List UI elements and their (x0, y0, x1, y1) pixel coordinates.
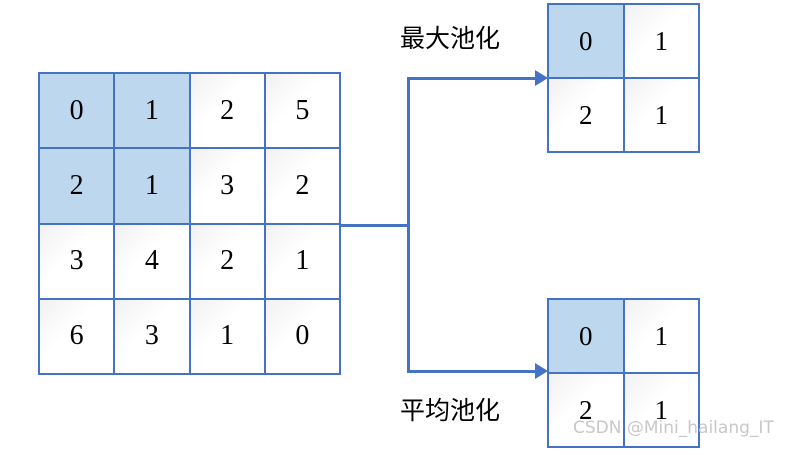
avgpool-label: 平均池化 (400, 396, 501, 425)
maxpool-cell-r1-c0: 2 (549, 79, 625, 153)
maxpool-cell-r0-c0: 0 (549, 5, 625, 79)
input-cell-r3-c3: 0 (265, 299, 341, 375)
input-cell-r1-c0: 2 (40, 149, 116, 225)
input-cell-r2-c2: 2 (190, 224, 266, 300)
input-cell-r3-c2: 1 (190, 299, 266, 375)
input-cell-r2-c1: 4 (115, 224, 191, 300)
maxpool-label: 最大池化 (400, 24, 501, 53)
avgpool-cell-r1-c0: 2 (549, 374, 625, 448)
connector-trunk-horizontal (341, 224, 410, 227)
avgpool-cell-r1-c1: 1 (624, 374, 700, 448)
avgpool-cell-r0-c1: 1 (624, 300, 700, 374)
input-cell-r2-c0: 3 (40, 224, 116, 300)
connector-maxpool-horizontal (407, 77, 540, 80)
input-cell-r3-c1: 3 (115, 299, 191, 375)
maxpool-cell-r0-c1: 1 (624, 5, 700, 79)
input-cell-r3-c0: 6 (40, 299, 116, 375)
input-cell-r2-c3: 1 (265, 224, 341, 300)
input-cell-r1-c2: 3 (190, 149, 266, 225)
input-cell-r0-c0: 0 (40, 74, 116, 150)
input-cell-r1-c1: 1 (115, 149, 191, 225)
maxpool-cell-r1-c1: 1 (624, 79, 700, 153)
connector-trunk-vertical (407, 77, 410, 373)
avgpool-cell-r0-c0: 0 (549, 300, 625, 374)
input-cell-r0-c1: 1 (115, 74, 191, 150)
input-cell-r1-c3: 2 (265, 149, 341, 225)
connector-avgpool-horizontal (407, 370, 540, 373)
input-cell-r0-c2: 2 (190, 74, 266, 150)
input-cell-r0-c3: 5 (265, 74, 341, 150)
arrowhead-avgpool-icon (535, 363, 548, 379)
arrowhead-maxpool-icon (535, 70, 548, 86)
